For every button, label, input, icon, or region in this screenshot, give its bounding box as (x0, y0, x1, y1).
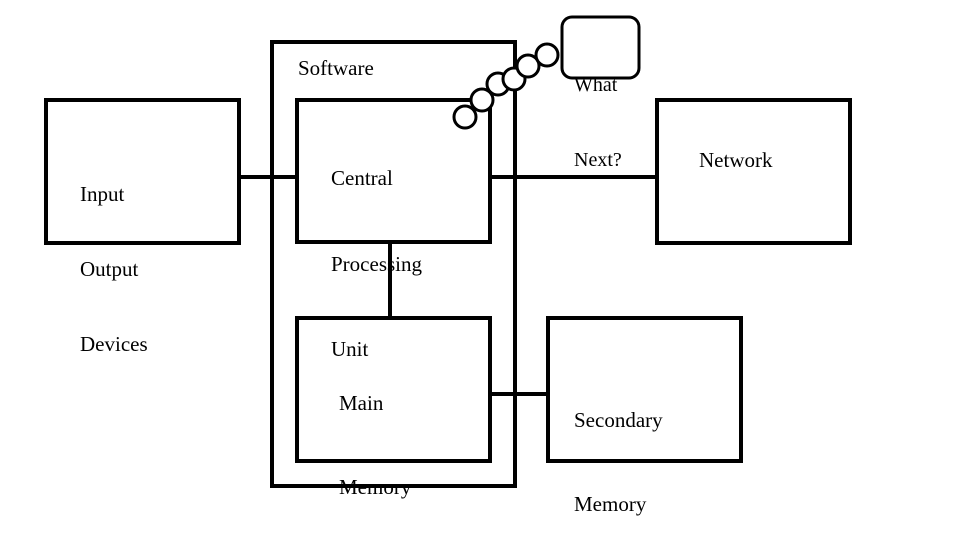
thought-circle-2 (469, 87, 495, 113)
secondary-memory-label: Secondary Memory (574, 350, 663, 546)
thought-bubble-label: What Next? (574, 23, 622, 198)
io-label-line: Input (80, 182, 125, 206)
network-box (655, 98, 852, 245)
cpu-label-line: Processing (331, 251, 422, 276)
io-devices-box (44, 98, 241, 245)
thought-bubble-line: What (574, 74, 618, 96)
main-memory-box (295, 316, 492, 463)
secondary-memory-label-line: Memory (574, 492, 647, 516)
thought-circle-5 (515, 53, 541, 79)
cpu-label-line: Unit (331, 337, 369, 361)
main-memory-label-line: Main (339, 391, 384, 415)
software-box (270, 40, 517, 488)
thought-bubble-line: Next? (574, 149, 622, 171)
io-devices-label: Input Output Devices (80, 132, 148, 382)
cpu-label-line: Central (331, 166, 393, 190)
thought-circle-6 (534, 42, 560, 68)
main-memory-label-line: Memory (339, 475, 412, 499)
io-label-line: Devices (80, 332, 148, 356)
thought-circle-1 (452, 104, 478, 130)
io-label-line: Output (80, 257, 139, 281)
cpu-label: Central Processing Unit (331, 107, 422, 392)
network-label: Network (699, 148, 773, 172)
thought-bubble-box (560, 15, 641, 80)
software-label: Software (298, 56, 374, 80)
main-memory-label: Main Memory (339, 333, 411, 529)
architecture-diagram (44, 15, 852, 488)
secondary-memory-label-line: Secondary (574, 408, 663, 432)
cpu-box (295, 98, 492, 244)
secondary-memory-box (546, 316, 743, 463)
